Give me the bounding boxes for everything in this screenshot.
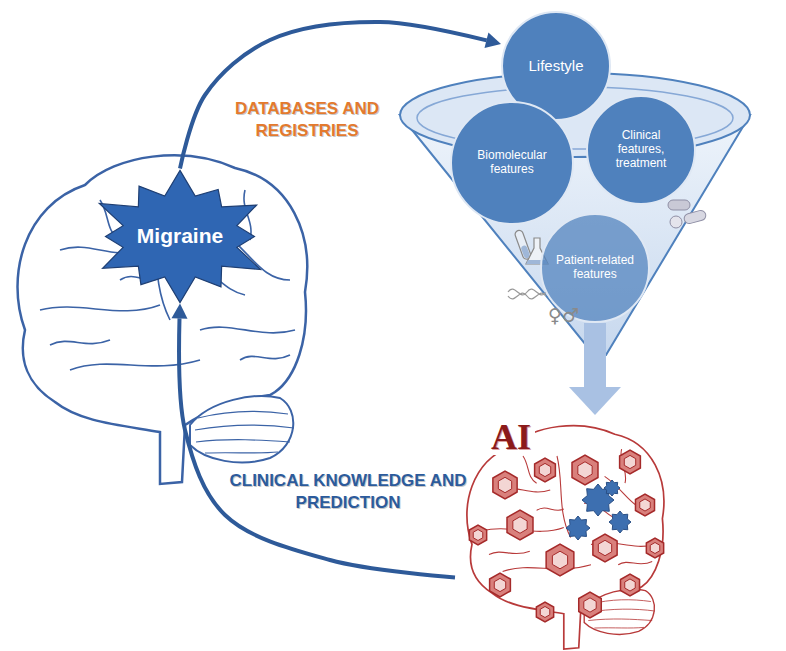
arrow-head (484, 33, 501, 49)
node-label: Biomolecular features (464, 149, 560, 177)
hexagon-motif (598, 540, 611, 555)
hexagon-motif (540, 607, 550, 618)
gear-icon (609, 511, 631, 533)
hexagon-motif (572, 455, 598, 485)
hexagon-motif (620, 450, 641, 474)
hexagon-motif (578, 462, 592, 479)
ai-circuit-pattern (469, 450, 663, 622)
hexagon-motif (593, 534, 617, 562)
hexagon-motif (539, 463, 550, 476)
pills-icon (668, 200, 707, 228)
hexagon-motif (624, 455, 635, 468)
connector-line (179, 304, 455, 578)
arrow-head (171, 304, 187, 319)
hexagon-motif (635, 494, 654, 516)
hexagon-motif (584, 598, 596, 612)
hexagon-motif (646, 538, 663, 558)
hexagon-motif (490, 573, 511, 597)
hexagon-motif (469, 525, 486, 545)
feature-circle: Biomolecular features (450, 101, 574, 225)
hexagon-motif (579, 592, 602, 618)
test-tube-icon (514, 229, 532, 260)
edge-label: DATABASES AND REGISTRIES (222, 98, 392, 142)
gear-icon (604, 480, 620, 496)
hexagon-motif (620, 574, 639, 596)
ai-brain-outline (467, 426, 664, 649)
hexagon-motif (473, 530, 483, 541)
edge-label: CLINICAL KNOWLEDGE AND PREDICTION (228, 470, 468, 514)
ai-brain: AI (455, 415, 665, 647)
node-label: Clinical features, treatment (598, 129, 684, 170)
hexagon-motif (546, 544, 574, 576)
node-label: Patient-related features (554, 254, 636, 282)
hexagon-motif (498, 477, 511, 492)
hexagon-motif (650, 543, 660, 554)
dna-icon (508, 289, 546, 299)
hexagon-motif (536, 602, 553, 622)
brain-outline (18, 155, 308, 484)
feature-circle: Clinical features, treatment (586, 95, 696, 205)
node-label: Lifestyle (511, 57, 601, 74)
hexagon-motif (507, 510, 533, 540)
connector (569, 323, 621, 415)
hexagon-motif (513, 517, 527, 534)
hexagon-motif (552, 551, 567, 569)
symbol-label: ♀♂ (548, 304, 579, 326)
hexagon-motif (640, 499, 650, 511)
hexagon-motif (493, 471, 517, 499)
hexagon-motif (494, 578, 505, 591)
node-label: Migraine (137, 224, 223, 248)
hexagon-motif (625, 579, 635, 591)
starburst-fill (99, 170, 260, 302)
hexagon-motif (535, 458, 556, 482)
migraine-starburst: Migraine (85, 169, 275, 304)
connector (171, 304, 455, 578)
arrow-head (569, 387, 621, 415)
gear-icon (566, 516, 590, 540)
ai-label: AI (487, 419, 535, 455)
